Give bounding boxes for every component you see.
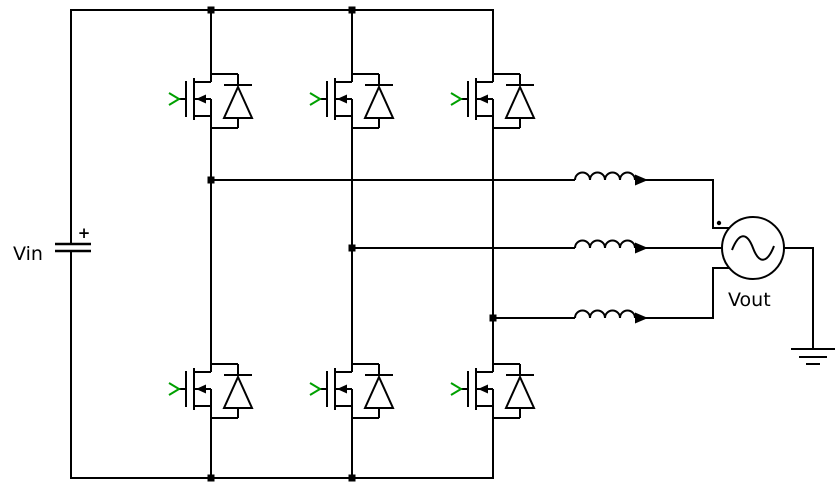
junction-dot [348,6,356,14]
source-positive-terminal-dot [716,220,722,226]
junction-dot [348,474,356,482]
mosfet-leg2-high-side [309,73,394,129]
input-capacitor: + Vin [13,224,91,265]
ac-source-circle [721,216,785,280]
ac-source: Vout [721,216,785,311]
polarity-plus-sign: + [78,224,91,242]
inductor-phase-b [574,239,649,255]
wire-left-and-bottom-rail [70,251,494,479]
wire-source-to-ground [784,247,814,349]
mosfet-leg3-low-side [450,363,535,419]
junction-dot [348,244,356,252]
earth-ground-icon [791,348,835,365]
junction-dot [489,314,497,322]
wire-left-and-top-rail [70,9,494,244]
sine-wave-icon [731,235,775,261]
wiring [70,9,814,479]
junction-dot [207,474,215,482]
mosfet-leg1-low-side [168,363,253,419]
inductor-phase-c [574,309,649,325]
mosfet-leg3-high-side [450,73,535,129]
junction-dot [207,176,215,184]
wire-phase-a-to-source [635,179,729,229]
mosfet-leg1-high-side [168,73,253,129]
junction-dots [207,6,722,482]
inductor-phase-a [574,171,649,187]
wire-phase-c-to-source [635,267,729,319]
input-voltage-label: Vin [13,243,43,265]
junction-dot [207,6,215,14]
mosfet-leg2-low-side [309,363,394,419]
output-voltage-label: Vout [728,289,771,311]
